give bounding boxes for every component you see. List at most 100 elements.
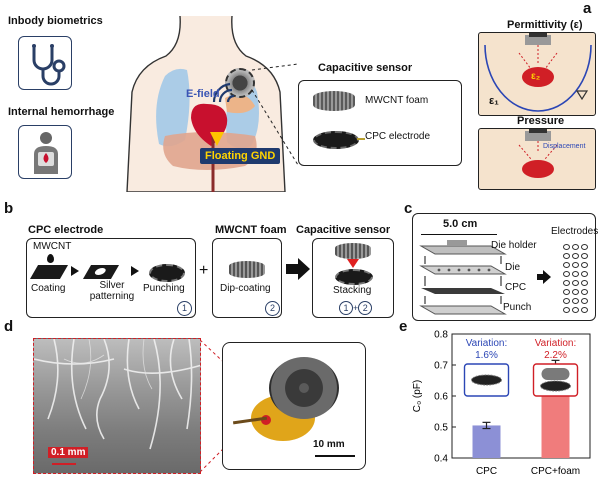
capacitance-bar-chart: 0.40.50.60.70.8C₀ (pF)CPCVariation:1.6%C…: [412, 330, 591, 477]
inbody-title: Inbody biometrics: [8, 15, 103, 27]
sem-scale-bar: [52, 463, 76, 465]
gnd-arrow: [210, 132, 224, 146]
arrow-b-1: [71, 266, 79, 276]
panel-e-label: e: [399, 318, 408, 335]
combo-1: 1: [339, 301, 353, 315]
layer-punch: Punch: [503, 302, 532, 313]
pressure-diagram: [518, 129, 558, 178]
combo-2: 2: [358, 301, 373, 315]
panel-b-label: b: [4, 200, 14, 217]
inset-foam-1: [541, 368, 570, 380]
human-hemorrhage-icon: [34, 132, 58, 174]
electrodes-label: Electrodes: [551, 226, 599, 237]
capacitive-sensor-title-a: Capacitive sensor: [318, 62, 413, 74]
dimension-label: 5.0 cm: [443, 218, 478, 230]
capacitive-sensor-title-b: Capacitive sensor: [296, 224, 391, 236]
bar-0: [472, 425, 501, 458]
cpc-electrode-icon: [313, 131, 359, 149]
foam-cylinder: [229, 261, 265, 278]
zoom-lines-a: [251, 63, 299, 166]
cpc-electrode-label: CPC electrode: [365, 131, 431, 142]
drop-icon: [47, 254, 54, 263]
cpc-lead: [357, 138, 365, 140]
y-tick-label-1: 0.5: [434, 423, 448, 434]
y-axis-label: C₀ (pF): [412, 380, 423, 412]
hemorrhage-title: Internal hemorrhage: [8, 106, 115, 118]
step-punching: Punching: [143, 283, 185, 294]
photo-foam: [269, 357, 339, 419]
pressure-title: Pressure: [517, 115, 565, 127]
step-stacking: Stacking: [333, 285, 372, 296]
circle-2-text: 2: [269, 303, 275, 313]
stack-foam: [335, 243, 371, 259]
eps2-label: ε₂: [531, 71, 541, 82]
efield-arcs: [212, 82, 235, 103]
floating-gnd-badge: Floating GND: [200, 148, 281, 164]
panel-a-label: a: [583, 0, 592, 17]
y-tick-label-0: 0.4: [434, 454, 448, 465]
photo-red-dot: [261, 415, 271, 425]
variation-value-0: 1.6%: [475, 350, 498, 361]
y-tick-label-4: 0.8: [434, 330, 448, 341]
eps1-label: ε₁: [489, 95, 499, 107]
variation-title-0: Variation:: [466, 338, 508, 349]
panel-c-label: c: [404, 200, 413, 217]
plus-sign: +: [199, 262, 209, 279]
efield-label: E-field: [186, 88, 220, 100]
permittivity-title: Permittivity (ε): [507, 19, 583, 31]
sem-fibers: [34, 339, 200, 450]
displacement-label: Displacement: [543, 143, 586, 150]
photo-box: 10 mm: [222, 342, 366, 470]
photo-scale-bar: [315, 455, 355, 457]
circle-1-text: 1: [181, 303, 187, 313]
foam-fab-box: Dip-coating 2: [212, 238, 282, 318]
layer-die: Die: [505, 262, 521, 273]
stethoscope-tile: [18, 36, 72, 90]
step-coating: Coating: [31, 283, 66, 294]
electrode-grid: [563, 244, 588, 316]
dimension-line: [421, 234, 497, 235]
panel-d-label: d: [4, 318, 14, 335]
inset-electrode-1: [540, 380, 571, 392]
big-arrow-b: [286, 258, 310, 280]
punched-electrode: [149, 264, 185, 282]
x-category-label-1: CPC+foam: [531, 466, 580, 477]
coating-sheet: [29, 265, 69, 279]
sem-scale-label: 0.1 mm: [48, 447, 89, 458]
torso-sensor: [225, 68, 255, 98]
cpc-electrode-title-b: CPC electrode: [28, 224, 104, 236]
variation-title-1: Variation:: [535, 338, 577, 349]
mwcnt-foam-icon: [313, 91, 355, 111]
step-dip-coating: Dip-coating: [220, 283, 271, 294]
circle-2-badge: 2: [265, 301, 280, 316]
y-tick-label-3: 0.7: [434, 361, 448, 372]
stack-arrow: [347, 259, 359, 268]
sem-image: 0.1 mm: [33, 338, 201, 474]
circle-1-badge: 1: [177, 301, 192, 316]
x-category-label-0: CPC: [476, 466, 497, 477]
capacitive-sensor-box: MWCNT foam CPC electrode: [298, 80, 462, 166]
layer-cpc: CPC: [505, 282, 527, 293]
stethoscope-icon: [32, 44, 66, 86]
arrow-b-2: [131, 266, 139, 276]
layer-die-holder: Die holder: [491, 240, 537, 251]
mwcnt-foam-title-b: MWCNT foam: [215, 224, 287, 236]
silver-sheet: [82, 265, 120, 279]
arrow-c: [537, 270, 551, 284]
permittivity-diagram: [484, 33, 592, 112]
combo-plus: +: [353, 303, 359, 313]
variation-value-1: 2.2%: [544, 350, 567, 361]
stacking-box: Stacking 1+2: [312, 238, 394, 318]
stack-electrode: [335, 269, 373, 285]
permittivity-box: ε₂ ε₁: [478, 32, 596, 116]
photo-scale-label: 10 mm: [313, 439, 345, 450]
step-silver-patterning: Silver patterning: [89, 280, 135, 302]
hemorrhage-tile: [18, 125, 72, 179]
pressure-box: Displacement: [478, 128, 596, 190]
mwcnt-drop-label: MWCNT: [33, 241, 72, 252]
die-stack-drawing: [419, 240, 507, 315]
y-tick-label-2: 0.6: [434, 392, 448, 403]
inset-electrode-0: [471, 374, 502, 386]
die-box: 5.0 cm Die holder Die CPC Punch Electrod…: [412, 213, 599, 321]
mwcnt-foam-label: MWCNT foam: [365, 95, 429, 106]
